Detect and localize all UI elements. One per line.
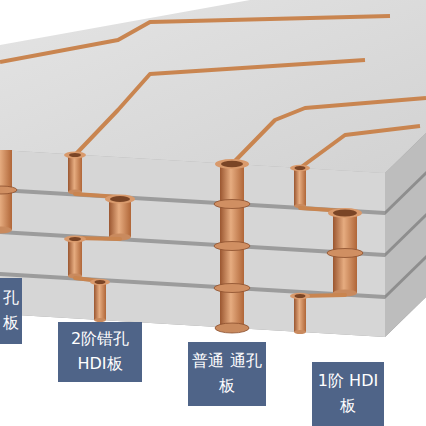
via-pad — [328, 208, 362, 218]
via-pad — [290, 165, 310, 171]
via-barrel — [294, 168, 306, 206]
via-barrel — [94, 282, 106, 320]
label-text: 孔 板 — [0, 286, 22, 336]
layer-gap — [0, 150, 385, 337]
copper-trace — [0, 16, 390, 62]
via-hole — [95, 280, 106, 284]
via-bottom — [0, 227, 12, 234]
via-barrel — [68, 239, 82, 276]
via-ring — [327, 249, 363, 258]
via-pad — [64, 236, 86, 243]
via-barrel — [68, 155, 82, 192]
via-pad — [90, 279, 110, 285]
board-top-face — [0, 0, 426, 173]
via-hole — [333, 210, 357, 217]
via-pad — [290, 293, 310, 299]
layer-gap — [385, 133, 426, 337]
label-text: 普通 通孔板 — [188, 349, 266, 399]
board-side — [385, 259, 426, 337]
copper-trace — [232, 98, 426, 164]
label-box: 2阶错孔 HDI板 — [58, 322, 142, 382]
via-barrel — [294, 296, 306, 332]
via-bottom — [294, 330, 306, 334]
label-box: 普通 通孔板 — [188, 342, 266, 406]
via-hole — [221, 161, 243, 167]
via-bottom — [215, 323, 249, 333]
label-text: 2阶错孔 HDI板 — [58, 327, 142, 377]
via-hole — [295, 294, 306, 298]
via-hole — [69, 153, 81, 157]
via-barrel — [109, 199, 131, 237]
via-ring — [0, 186, 17, 194]
label-box: 1阶 HDI板 — [312, 362, 384, 426]
via-hole — [69, 237, 81, 241]
via-hole — [295, 166, 306, 170]
via-pad — [215, 159, 249, 169]
via-pad — [64, 152, 86, 159]
via-ring — [214, 200, 250, 209]
via-pad — [105, 195, 135, 204]
via-ring — [214, 242, 250, 251]
label-text: 1阶 HDI板 — [312, 369, 384, 419]
via-hole — [110, 196, 130, 202]
via-ring — [214, 284, 250, 293]
label-box: 孔 板 — [0, 278, 22, 344]
